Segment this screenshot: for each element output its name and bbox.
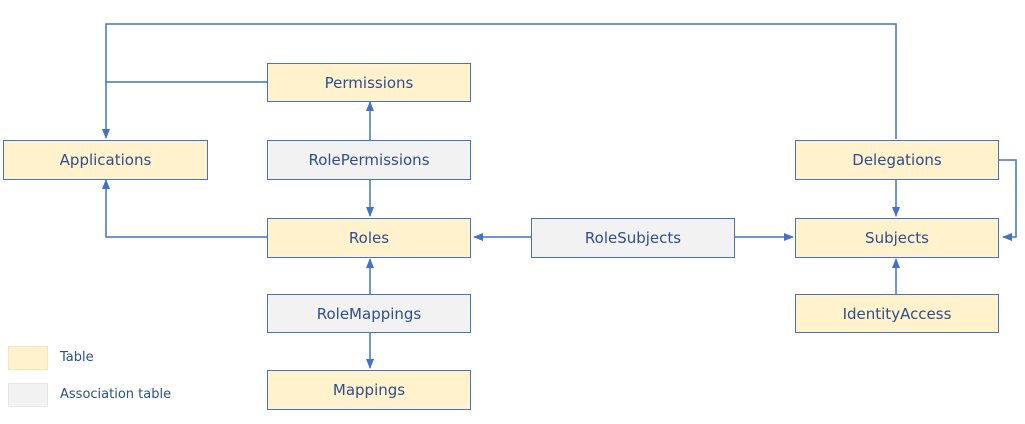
subjects-table: Subjects bbox=[795, 218, 999, 258]
rolemappings-association-table: RoleMappings bbox=[267, 294, 471, 333]
rolesubjects-association-table: RoleSubjects bbox=[531, 218, 735, 258]
connector-delegations-to-applications bbox=[105, 23, 897, 139]
legend-table-swatch bbox=[8, 346, 48, 370]
rolepermissions-association-table: RolePermissions bbox=[267, 140, 471, 180]
connector-roles-to-applications bbox=[102, 179, 267, 238]
legend-table-label: Table bbox=[60, 350, 94, 365]
connector-permissions-to-applications bbox=[102, 81, 267, 139]
identityaccess-table: IdentityAccess bbox=[795, 294, 999, 333]
applications-table: Applications bbox=[3, 140, 208, 180]
delegations-table: Delegations bbox=[795, 140, 999, 180]
permissions-table: Permissions bbox=[267, 63, 471, 102]
mappings-table: Mappings bbox=[267, 370, 471, 410]
roles-table: Roles bbox=[267, 218, 471, 258]
legend-association-label: Association table bbox=[60, 387, 172, 402]
legend-association-swatch bbox=[8, 383, 48, 407]
connector-delegations-to-subjects-loop bbox=[999, 159, 1017, 241]
